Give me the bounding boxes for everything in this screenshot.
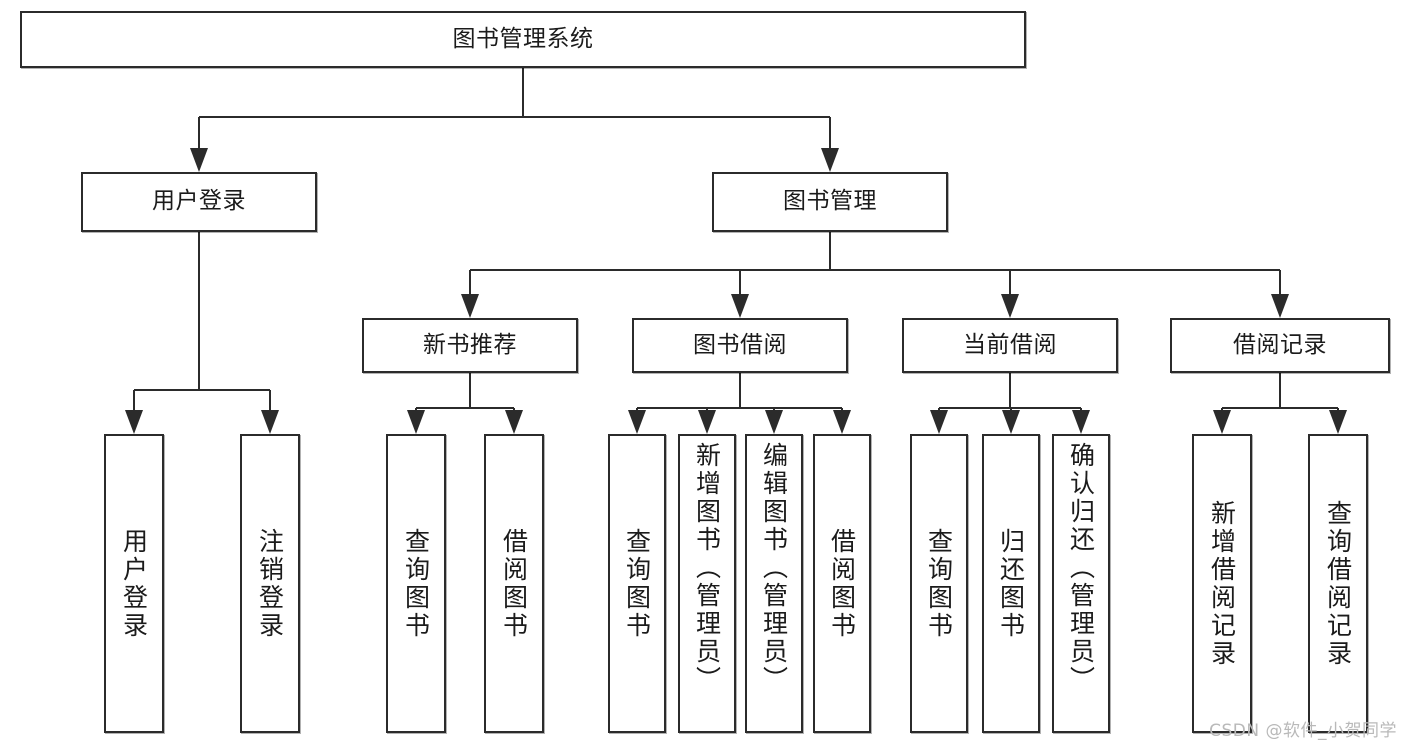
node-label: 归还图书 (996, 527, 1026, 640)
node-leaf-confirm-return-admin[interactable]: 确认归还（管理员） (1052, 434, 1110, 733)
node-leaf-user-login[interactable]: 用户登录 (104, 434, 164, 733)
connector-group (628, 373, 851, 434)
node-label: 借阅图书 (499, 527, 529, 640)
node-label: 查询图书 (924, 527, 954, 640)
node-label: 用户登录 (152, 188, 246, 215)
node-current-borrow[interactable]: 当前借阅 (902, 318, 1118, 373)
connector-group (125, 232, 279, 434)
node-user-login[interactable]: 用户登录 (81, 172, 317, 232)
node-leaf-query-borrow-record[interactable]: 查询借阅记录 (1308, 434, 1368, 733)
node-leaf-query-book-1[interactable]: 查询图书 (386, 434, 446, 733)
node-root[interactable]: 图书管理系统 (20, 11, 1026, 68)
node-label: 图书管理系统 (452, 25, 594, 52)
node-label: 当前借阅 (963, 331, 1057, 358)
node-leaf-user-logout[interactable]: 注销登录 (240, 434, 300, 733)
node-leaf-edit-book-admin[interactable]: 编辑图书（管理员） (745, 434, 803, 733)
node-label: 新增图书（管理员） (692, 442, 722, 694)
node-label: 新书推荐 (423, 331, 517, 358)
node-label: 新增借阅记录 (1207, 499, 1237, 668)
node-label: 图书管理 (783, 188, 877, 215)
node-label: 编辑图书（管理员） (759, 442, 789, 694)
node-label: 借阅图书 (827, 527, 857, 640)
node-leaf-add-borrow-record[interactable]: 新增借阅记录 (1192, 434, 1252, 733)
connector-group (461, 232, 1289, 318)
connector-group (930, 373, 1090, 434)
node-leaf-return-book[interactable]: 归还图书 (982, 434, 1040, 733)
node-label: 用户登录 (119, 527, 149, 640)
node-label: 查询图书 (622, 527, 652, 640)
node-book-manage[interactable]: 图书管理 (712, 172, 948, 232)
connector-group (190, 68, 839, 172)
node-leaf-query-book-3[interactable]: 查询图书 (910, 434, 968, 733)
node-leaf-add-book-admin[interactable]: 新增图书（管理员） (678, 434, 736, 733)
connector-group (407, 373, 523, 434)
connector-group (1213, 373, 1347, 434)
node-book-borrow[interactable]: 图书借阅 (632, 318, 848, 373)
node-new-book-recommend[interactable]: 新书推荐 (362, 318, 578, 373)
node-label: 借阅记录 (1233, 331, 1327, 358)
node-label: 图书借阅 (693, 331, 787, 358)
node-leaf-query-book-2[interactable]: 查询图书 (608, 434, 666, 733)
node-label: 确认归还（管理员） (1066, 442, 1096, 694)
node-label: 注销登录 (255, 527, 285, 640)
node-label: 查询借阅记录 (1323, 499, 1353, 668)
node-leaf-borrow-book-1[interactable]: 借阅图书 (484, 434, 544, 733)
node-borrow-record[interactable]: 借阅记录 (1170, 318, 1390, 373)
node-leaf-borrow-book-2[interactable]: 借阅图书 (813, 434, 871, 733)
watermark-label: CSDN @软件_小贺同学 (1209, 721, 1397, 741)
node-label: 查询图书 (401, 527, 431, 640)
